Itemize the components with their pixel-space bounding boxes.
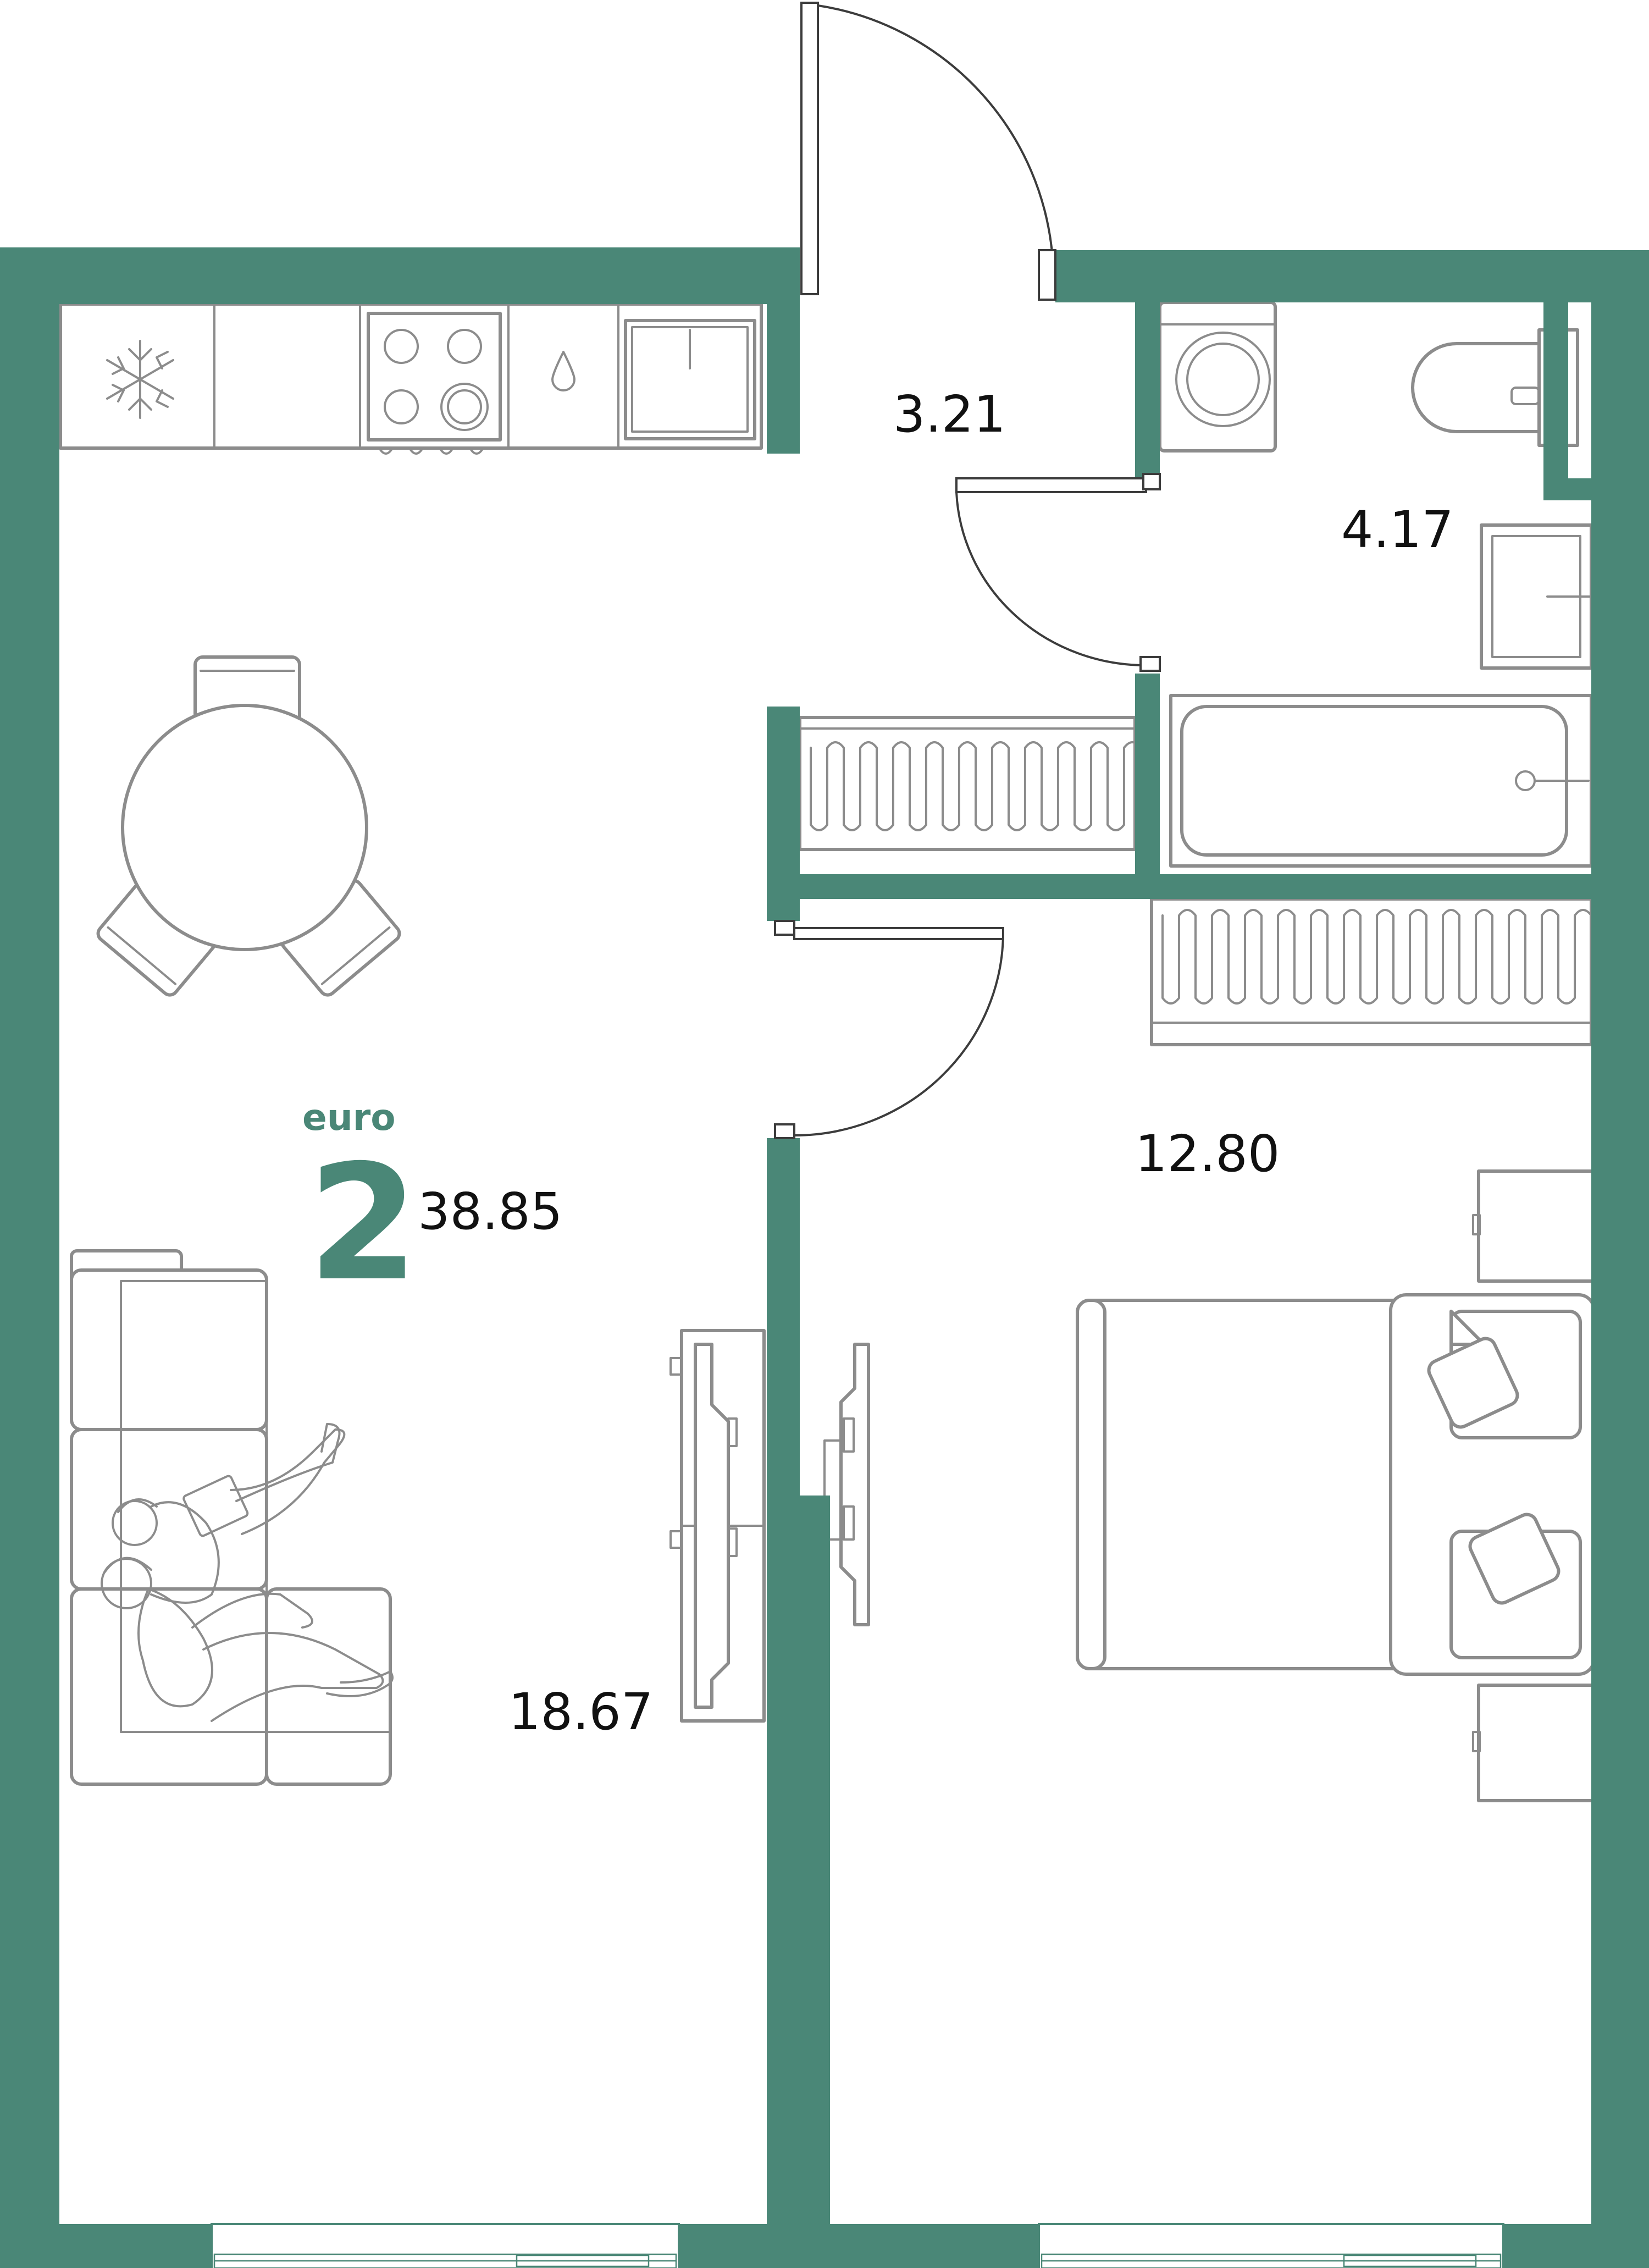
entrance-door	[800, 2, 1056, 301]
bedroom-window	[1038, 2223, 1504, 2268]
bathroom-sink	[1480, 523, 1593, 670]
nightstand	[1472, 1169, 1596, 1283]
bedroom-tv	[823, 1343, 870, 1626]
hallway-wardrobe	[798, 716, 1142, 851]
living-kitchen-area: 18.67	[508, 1682, 653, 1741]
nightstand	[1472, 1684, 1596, 1802]
kitchen-counter	[59, 302, 763, 455]
water-drop-icon	[551, 351, 576, 391]
walls	[0, 247, 1649, 2268]
apartment-badge: euro 2 38.85	[302, 1096, 562, 1316]
bedroom-area: 12.80	[1135, 1124, 1280, 1183]
room-count: 2	[308, 1131, 419, 1316]
people-illustration	[101, 1423, 394, 1722]
snowflake-icon	[106, 340, 174, 419]
bedroom-wardrobe	[1150, 897, 1625, 1046]
kitchen-sink	[624, 319, 756, 440]
apartment-type-label: euro	[302, 1096, 396, 1139]
total-area: 38.85	[418, 1182, 562, 1241]
bathtub	[1169, 694, 1593, 868]
hallway-area: 3.21	[893, 385, 1006, 444]
hob	[367, 312, 502, 455]
sofa	[70, 1249, 392, 1786]
bedroom-door	[774, 920, 1004, 1139]
bed	[1076, 1293, 1596, 1676]
bottom-wall	[0, 2224, 1649, 2268]
washing-machine	[1158, 301, 1277, 453]
room-area-labels: 3.21 4.17 12.80 18.67	[508, 385, 1454, 1741]
furniture	[59, 301, 1625, 1802]
bathroom-area: 4.17	[1341, 500, 1454, 559]
dining-table	[121, 704, 368, 951]
living-room-window	[211, 2223, 680, 2268]
bathroom-door	[955, 473, 1161, 672]
dining-set	[96, 655, 401, 997]
tv-stand	[669, 1329, 766, 1723]
